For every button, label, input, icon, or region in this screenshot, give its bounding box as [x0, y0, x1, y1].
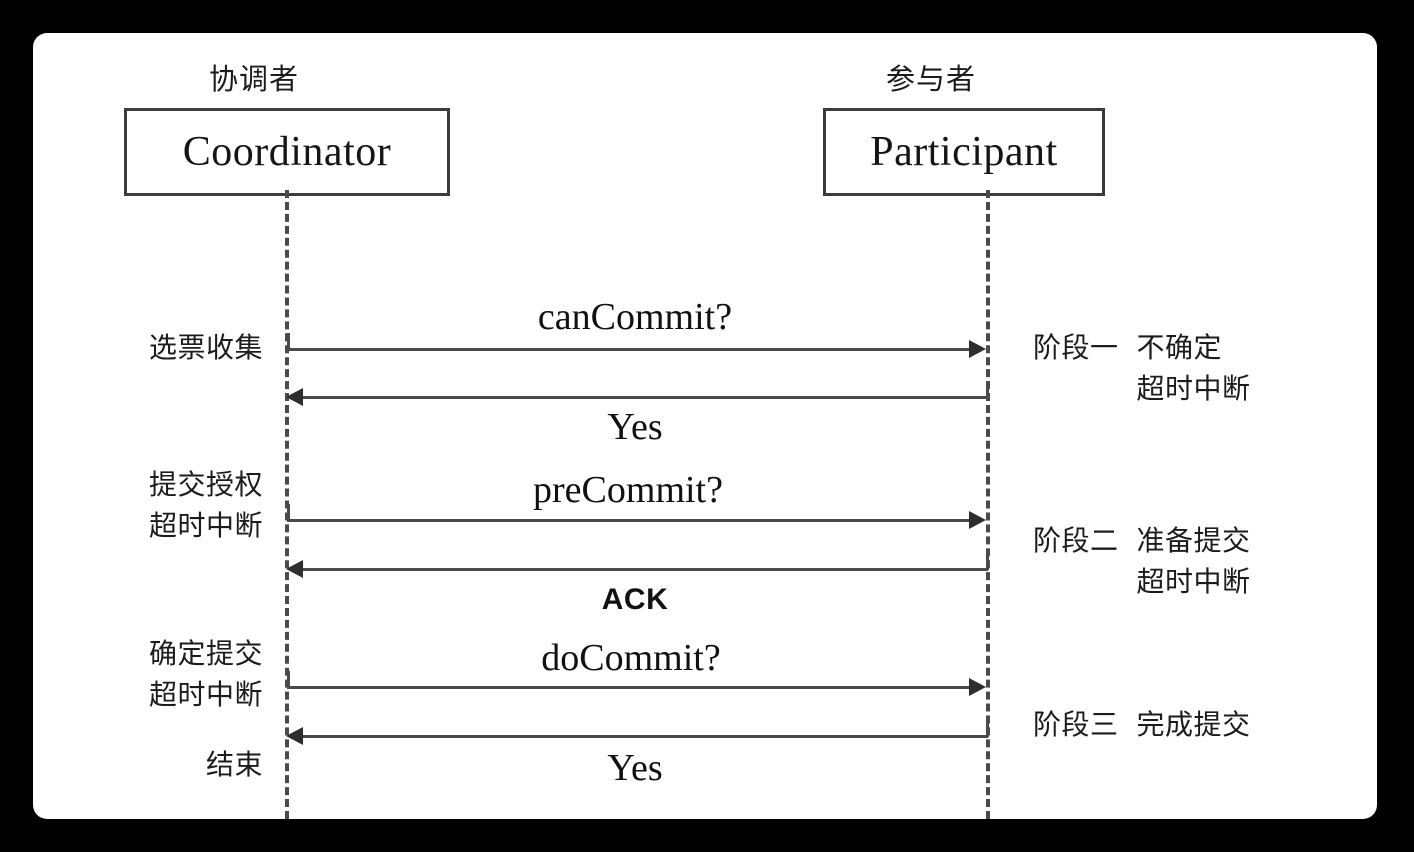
phase-annotation-one: 阶段一 不确定 超时中断: [1033, 328, 1251, 409]
message-line-yes-2: [301, 735, 988, 738]
left-label-end: 结束: [93, 745, 263, 786]
message-label-docommit: doCommit?: [541, 637, 721, 679]
left-label-confirm-commit-line-1: 确定提交: [148, 638, 263, 669]
left-label-vote-collection-line-1: 选票收集: [148, 332, 263, 363]
actor-box-coordinator: Coordinator: [124, 108, 450, 196]
phase-annotation-three: 阶段三 完成提交: [1033, 705, 1251, 746]
message-label-cancommit: canCommit?: [537, 296, 733, 338]
left-label-commit-authorization: 提交授权 超时中断: [93, 465, 263, 546]
phase-two-desc-line-1: 准备提交: [1136, 525, 1251, 556]
left-label-commit-authorization-line-2: 超时中断: [148, 509, 263, 541]
sequence-diagram-canvas: 协调者 参与者 Coordinator Participant canCommi…: [33, 33, 1377, 819]
phase-one-name: 阶段一: [1033, 332, 1119, 363]
left-label-vote-collection: 选票收集: [93, 328, 263, 369]
message-line-yes-1: [301, 396, 988, 399]
actor-caption-participant: 参与者: [885, 64, 976, 96]
message-stub-yes-2: [986, 720, 989, 737]
actor-label-coordinator: Coordinator: [182, 129, 392, 175]
phase-two-desc-line-2: 超时中断: [1136, 565, 1251, 597]
arrowhead-right-icon-docommit: [969, 678, 986, 696]
phase-one-desc-line-1: 不确定: [1136, 332, 1223, 363]
message-stub-docommit: [287, 671, 290, 688]
arrowhead-left-icon-ack: [286, 560, 303, 578]
left-label-confirm-commit-line-2: 超时中断: [148, 678, 263, 710]
arrowhead-left-icon-yes-1: [286, 388, 303, 406]
message-line-ack: [301, 568, 988, 571]
phase-two-name: 阶段二: [1033, 525, 1119, 556]
phase-three-desc-line-1: 完成提交: [1136, 709, 1251, 740]
phase-three-desc: 完成提交: [1137, 705, 1251, 746]
phase-one-desc: 不确定 超时中断: [1137, 328, 1251, 409]
message-line-cancommit: [287, 348, 971, 351]
message-label-ack: ACK: [601, 583, 669, 616]
message-stub-yes-1: [986, 381, 989, 398]
message-label-yes-1: Yes: [607, 406, 663, 448]
message-stub-ack: [986, 553, 989, 570]
message-stub-cancommit: [287, 333, 290, 350]
phase-one-desc-line-2: 超时中断: [1136, 372, 1251, 404]
arrowhead-right-icon-precommit: [969, 511, 986, 529]
arrowhead-right-icon-cancommit: [969, 340, 986, 358]
message-stub-precommit: [287, 504, 290, 521]
message-line-docommit: [287, 686, 971, 689]
message-label-yes-2: Yes: [607, 747, 663, 789]
actor-box-participant: Participant: [823, 108, 1105, 196]
message-line-precommit: [287, 519, 971, 522]
message-label-precommit: preCommit?: [533, 469, 723, 511]
left-label-commit-authorization-line-1: 提交授权: [148, 469, 263, 500]
arrowhead-left-icon-yes-2: [286, 727, 303, 745]
left-label-confirm-commit: 确定提交 超时中断: [93, 634, 263, 715]
phase-two-desc: 准备提交 超时中断: [1137, 521, 1251, 602]
phase-annotation-two: 阶段二 准备提交 超时中断: [1033, 521, 1251, 602]
actor-label-participant: Participant: [870, 129, 1058, 175]
actor-caption-coordinator: 协调者: [208, 64, 299, 96]
phase-three-name: 阶段三: [1033, 709, 1119, 740]
left-label-end-line-1: 结束: [205, 749, 263, 780]
lifeline-participant: [986, 190, 990, 819]
